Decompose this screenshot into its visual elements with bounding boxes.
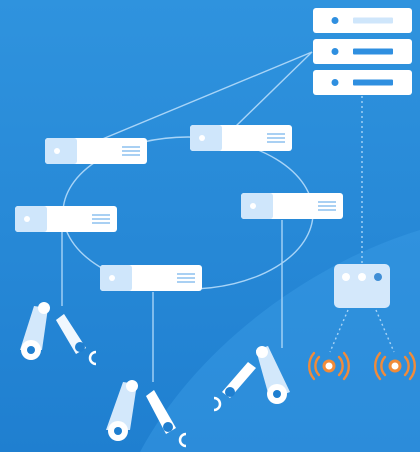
robot-arm-3	[213, 346, 290, 412]
robot-arm-2	[106, 380, 187, 448]
ring-node-4	[15, 206, 117, 232]
network-node-icon	[190, 125, 292, 151]
network-node-icon	[45, 138, 147, 164]
server-rack	[313, 8, 412, 95]
robot-arm-icon	[106, 380, 187, 448]
link-server-node-2	[235, 51, 313, 127]
ring-node-5	[100, 265, 202, 291]
network-node-icon	[100, 265, 202, 291]
server-icon	[313, 8, 412, 33]
wireless-signal-icon	[308, 351, 350, 381]
wireless-hub	[334, 264, 390, 308]
ring-node-2	[190, 125, 292, 151]
antenna-2	[374, 351, 416, 381]
robot-arm-icon	[213, 346, 290, 412]
link-server-node-1	[99, 51, 313, 141]
ring-node-1	[45, 138, 147, 164]
server-icon	[313, 70, 412, 95]
antenna-1	[308, 351, 350, 381]
server-icon	[313, 39, 412, 64]
robot-arm-1	[20, 302, 97, 366]
wireless-signal-icon	[374, 351, 416, 381]
network-node-icon	[241, 193, 343, 219]
robot-arm-icon	[20, 302, 97, 366]
wireless-hub-icon	[334, 264, 390, 308]
ring-node-3	[241, 193, 343, 219]
network-node-icon	[15, 206, 117, 232]
